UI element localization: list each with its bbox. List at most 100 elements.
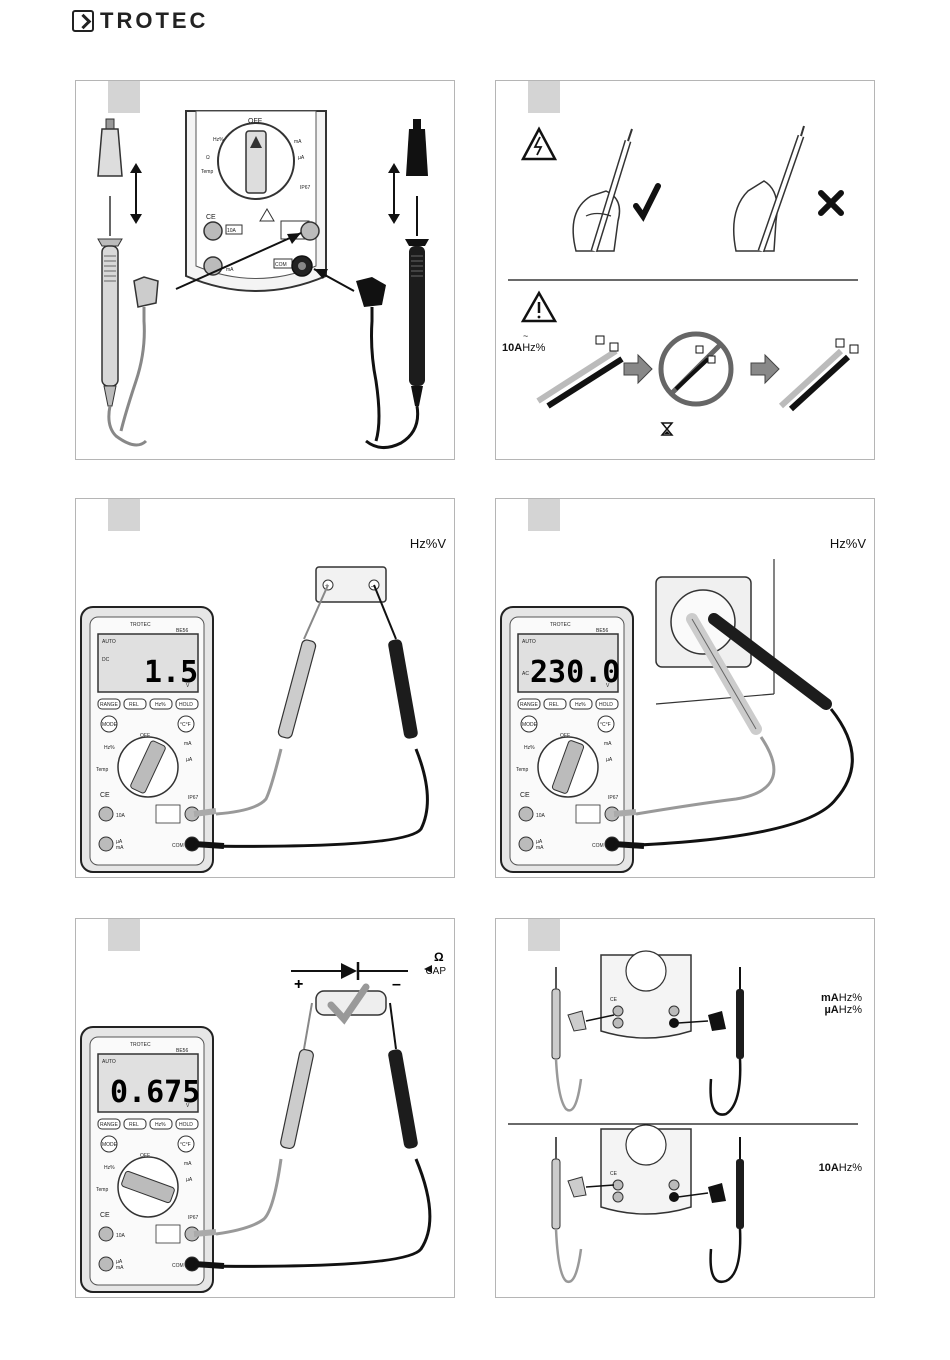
svg-text:RANGE: RANGE <box>520 702 538 708</box>
svg-text:µA: µA <box>116 839 123 845</box>
svg-text:Hz%: Hz% <box>213 137 224 143</box>
lcd-auto: AUTO <box>522 639 536 645</box>
battery-icon: + – <box>315 566 387 603</box>
p2-unit-hz: Hz% <box>522 342 546 354</box>
lcd-reading: 1.5 <box>144 655 198 690</box>
svg-text:IP67: IP67 <box>188 1215 199 1221</box>
svg-text:Temp: Temp <box>96 767 108 773</box>
diode-minus: – <box>392 976 401 993</box>
svg-text:CE: CE <box>610 997 618 1003</box>
panel-6-number-tab <box>528 919 560 951</box>
svg-text:REL: REL <box>129 1122 139 1128</box>
lcd-mode: DC <box>102 657 110 663</box>
svg-text:OFF: OFF <box>560 733 570 739</box>
port-ma-label: mA <box>226 267 234 273</box>
panel-2-number-tab <box>528 81 560 113</box>
svg-text:REL: REL <box>129 702 139 708</box>
meter-buttons: RANGE REL Hz% HOLD MODE °C°F <box>97 1118 199 1153</box>
p4-unit-label: Hz%V <box>829 536 866 551</box>
panel-3-illustration: + – TROTEC BE56 AUTO DC 1.5 V RANGE REL … <box>80 566 429 873</box>
current-measure-bottom: CE <box>551 1124 744 1284</box>
brand-logo-icon <box>72 10 94 32</box>
panel-1-probe-connection: OFF Hz% Ω Temp mA µA IP67 CE 10A mA COM <box>75 80 455 460</box>
svg-text:CE: CE <box>100 1212 110 1219</box>
diode-plus: + <box>294 976 303 993</box>
svg-text:Temp: Temp <box>201 169 213 175</box>
symbol-ohm-icon: Ω <box>424 950 444 973</box>
svg-text:IP67: IP67 <box>608 795 619 801</box>
p3-unit-label: Hz%V <box>409 536 446 551</box>
lcd-reading: 0.675 <box>110 1075 200 1110</box>
brand-logo: TROTEC <box>72 8 208 34</box>
svg-text:Hz%: Hz% <box>155 702 166 708</box>
svg-text:°C°F: °C°F <box>600 722 611 728</box>
p6-unit-label-top: mAHz% µAHz% <box>821 992 862 1016</box>
panel-4-illustration: TROTEC BE56 AUTO AC 230.0 V RANGE REL Hz… <box>500 559 854 873</box>
p6-unit-ma: mA <box>821 992 839 1004</box>
lcd-unit: V <box>606 683 610 689</box>
correct-grip-illustration <box>572 128 661 253</box>
svg-text:Hz%: Hz% <box>575 702 586 708</box>
svg-text:REL: REL <box>549 702 559 708</box>
p6-unit-ua: µA <box>824 1003 839 1016</box>
p5-cap-label: CAP <box>425 966 446 977</box>
port-com-label: COM <box>275 262 287 268</box>
lcd-reading: 230.0 <box>530 655 620 690</box>
dark-probe-group <box>313 119 429 449</box>
multimeter-body: TROTEC BE56 AUTO AC 230.0 V RANGE REL Hz… <box>500 606 634 873</box>
svg-text:Temp: Temp <box>516 767 528 773</box>
svg-text:CE: CE <box>520 792 530 799</box>
p2-unit-label: 10AHz% <box>502 342 546 355</box>
svg-text:HOLD: HOLD <box>179 1122 193 1128</box>
svg-text:mA: mA <box>294 139 302 145</box>
meter-buttons: RANGE REL Hz% HOLD MODE °C°F <box>517 698 619 733</box>
svg-text:TROTEC: TROTEC <box>550 622 571 628</box>
lcd-mode: AC <box>522 671 529 677</box>
p6-unit-label-bottom: 10AHz% <box>818 1162 862 1175</box>
svg-text:mA: mA <box>184 741 192 747</box>
svg-text:µA: µA <box>116 1259 123 1265</box>
hourglass-icon <box>660 422 674 436</box>
svg-text:CE: CE <box>206 214 216 221</box>
meter-brand: TROTEC <box>130 622 151 628</box>
wall-socket-icon <box>655 559 775 705</box>
svg-text:10A: 10A <box>536 813 546 819</box>
lcd-unit: V <box>186 683 190 689</box>
svg-text:BE56: BE56 <box>596 628 608 634</box>
svg-text:COM: COM <box>172 843 184 849</box>
port-10a-label: 10A <box>227 228 237 234</box>
current-measure-top: CE <box>551 950 744 1116</box>
brand-name: TROTEC <box>100 8 209 33</box>
svg-text:µA: µA <box>606 757 613 763</box>
meter-off-label: OFF <box>248 118 262 125</box>
p6-unit-10a: 10A <box>818 1162 839 1174</box>
panel-5-diode-test: CAP + – Ω TROTEC BE56 AUTO <box>75 918 455 1298</box>
svg-text:IP67: IP67 <box>188 795 199 801</box>
svg-text:µA: µA <box>186 757 193 763</box>
panel-5-number-tab <box>108 919 140 951</box>
svg-text:Ω: Ω <box>434 950 444 964</box>
svg-text:HOLD: HOLD <box>599 702 613 708</box>
svg-text:BE56: BE56 <box>176 1048 188 1054</box>
p6-unit-hz-1: Hz% <box>838 992 862 1004</box>
svg-text:CE: CE <box>610 1171 618 1177</box>
svg-text:OFF: OFF <box>140 1153 150 1159</box>
svg-text:Ω: Ω <box>206 155 210 161</box>
lcd-unit: V <box>186 1103 190 1109</box>
svg-text:~: ~ <box>523 331 528 341</box>
svg-text:CE: CE <box>100 792 110 799</box>
wrong-grip-illustration <box>733 125 844 253</box>
lcd-auto: AUTO <box>102 639 116 645</box>
svg-text:TROTEC: TROTEC <box>130 1042 151 1048</box>
meter-top-part: OFF Hz% Ω Temp mA µA IP67 CE 10A mA COM <box>185 110 327 292</box>
panel-3-dc-voltage: Hz%V + – TROTEC BE56 AUTO DC 1.5 V <box>75 498 455 878</box>
no-touch-icon <box>658 331 734 407</box>
svg-text:mA: mA <box>116 845 124 851</box>
svg-text:°C°F: °C°F <box>180 722 191 728</box>
p2-unit-10a: 10A <box>502 342 523 354</box>
svg-text:°C°F: °C°F <box>180 1142 191 1148</box>
svg-text:mA: mA <box>184 1161 192 1167</box>
svg-text:10A: 10A <box>116 813 126 819</box>
probes-step-3 <box>778 338 859 412</box>
multimeter-body: TROTEC BE56 AUTO DC 1.5 V RANGE REL Hz% … <box>80 606 214 873</box>
